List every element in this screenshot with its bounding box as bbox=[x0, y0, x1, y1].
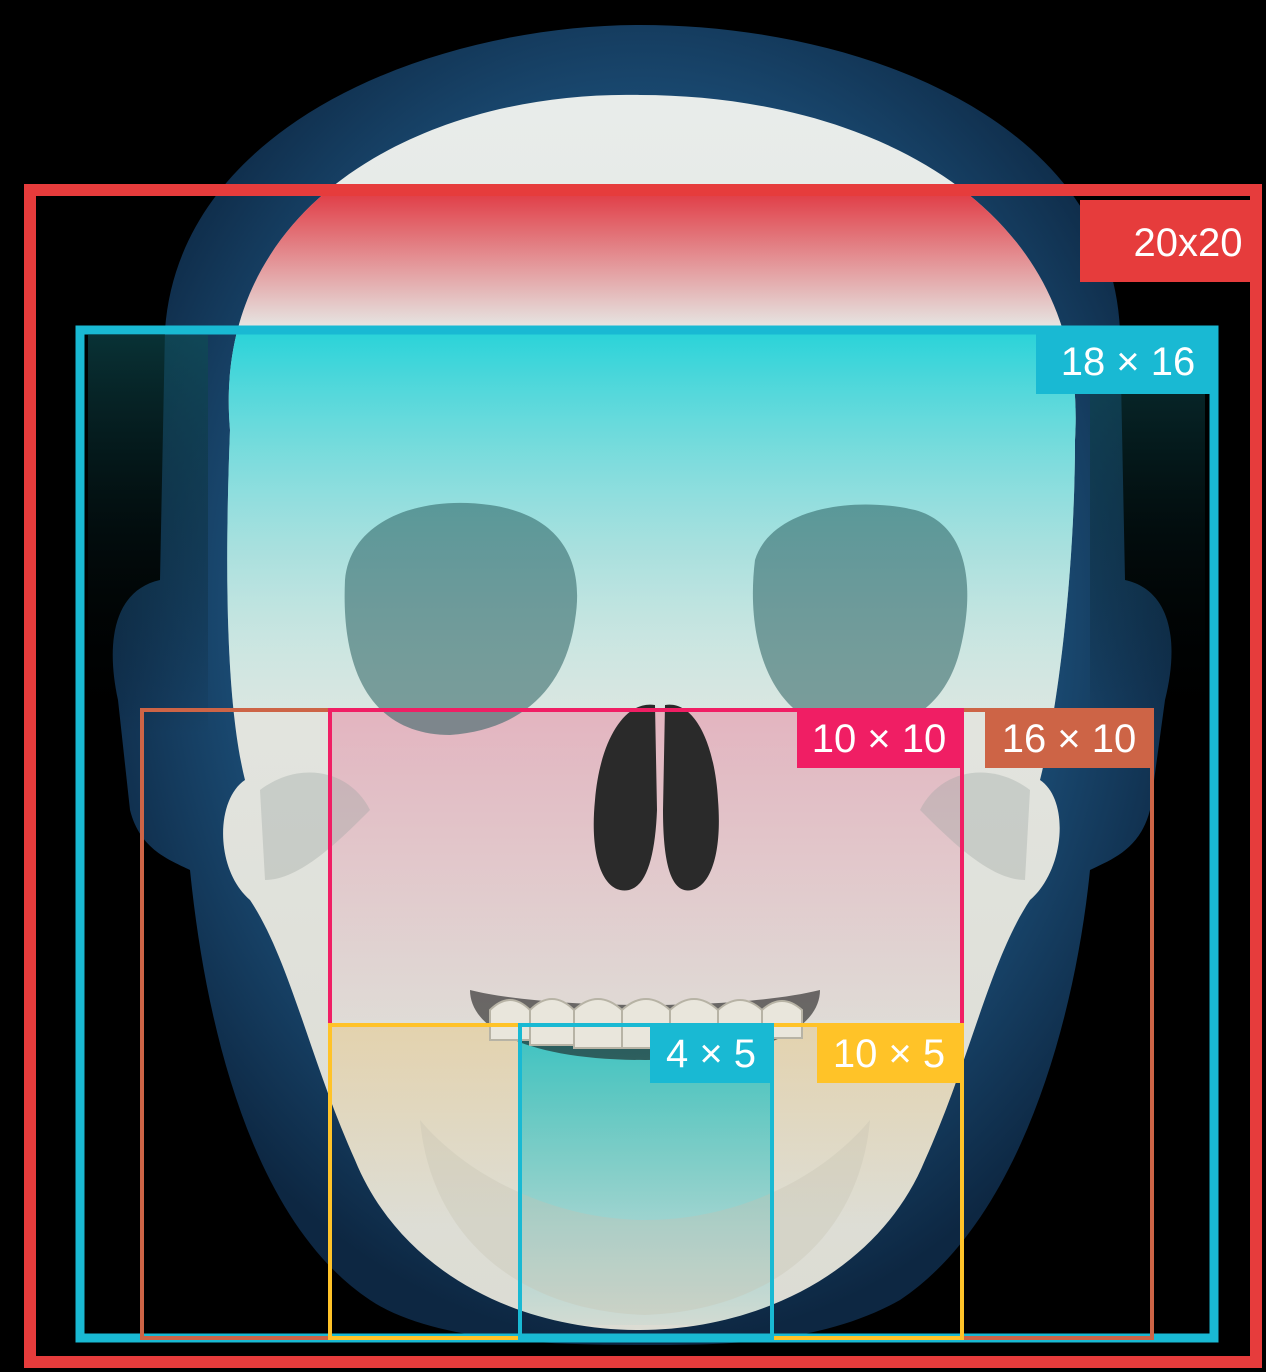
label-4x5: 4 × 5 bbox=[650, 1025, 772, 1083]
label-18x16-text: 18 × 16 bbox=[1061, 340, 1196, 384]
label-10x5: 10 × 5 bbox=[817, 1025, 962, 1083]
label-18x16: 18 × 16 bbox=[1036, 330, 1214, 394]
label-4x5-text: 4 × 5 bbox=[666, 1032, 756, 1076]
right-eye-socket bbox=[753, 504, 967, 730]
label-10x5-text: 10 × 5 bbox=[833, 1032, 945, 1076]
label-10x10: 10 × 10 bbox=[797, 710, 962, 768]
label-16x10: 16 × 10 bbox=[985, 710, 1152, 768]
label-20x20-text: 20x20 bbox=[1134, 221, 1243, 265]
label-16x10-text: 16 × 10 bbox=[1002, 717, 1137, 761]
label-10x10-text: 10 × 10 bbox=[812, 717, 947, 761]
label-20x20: 20x20 bbox=[1080, 200, 1256, 282]
